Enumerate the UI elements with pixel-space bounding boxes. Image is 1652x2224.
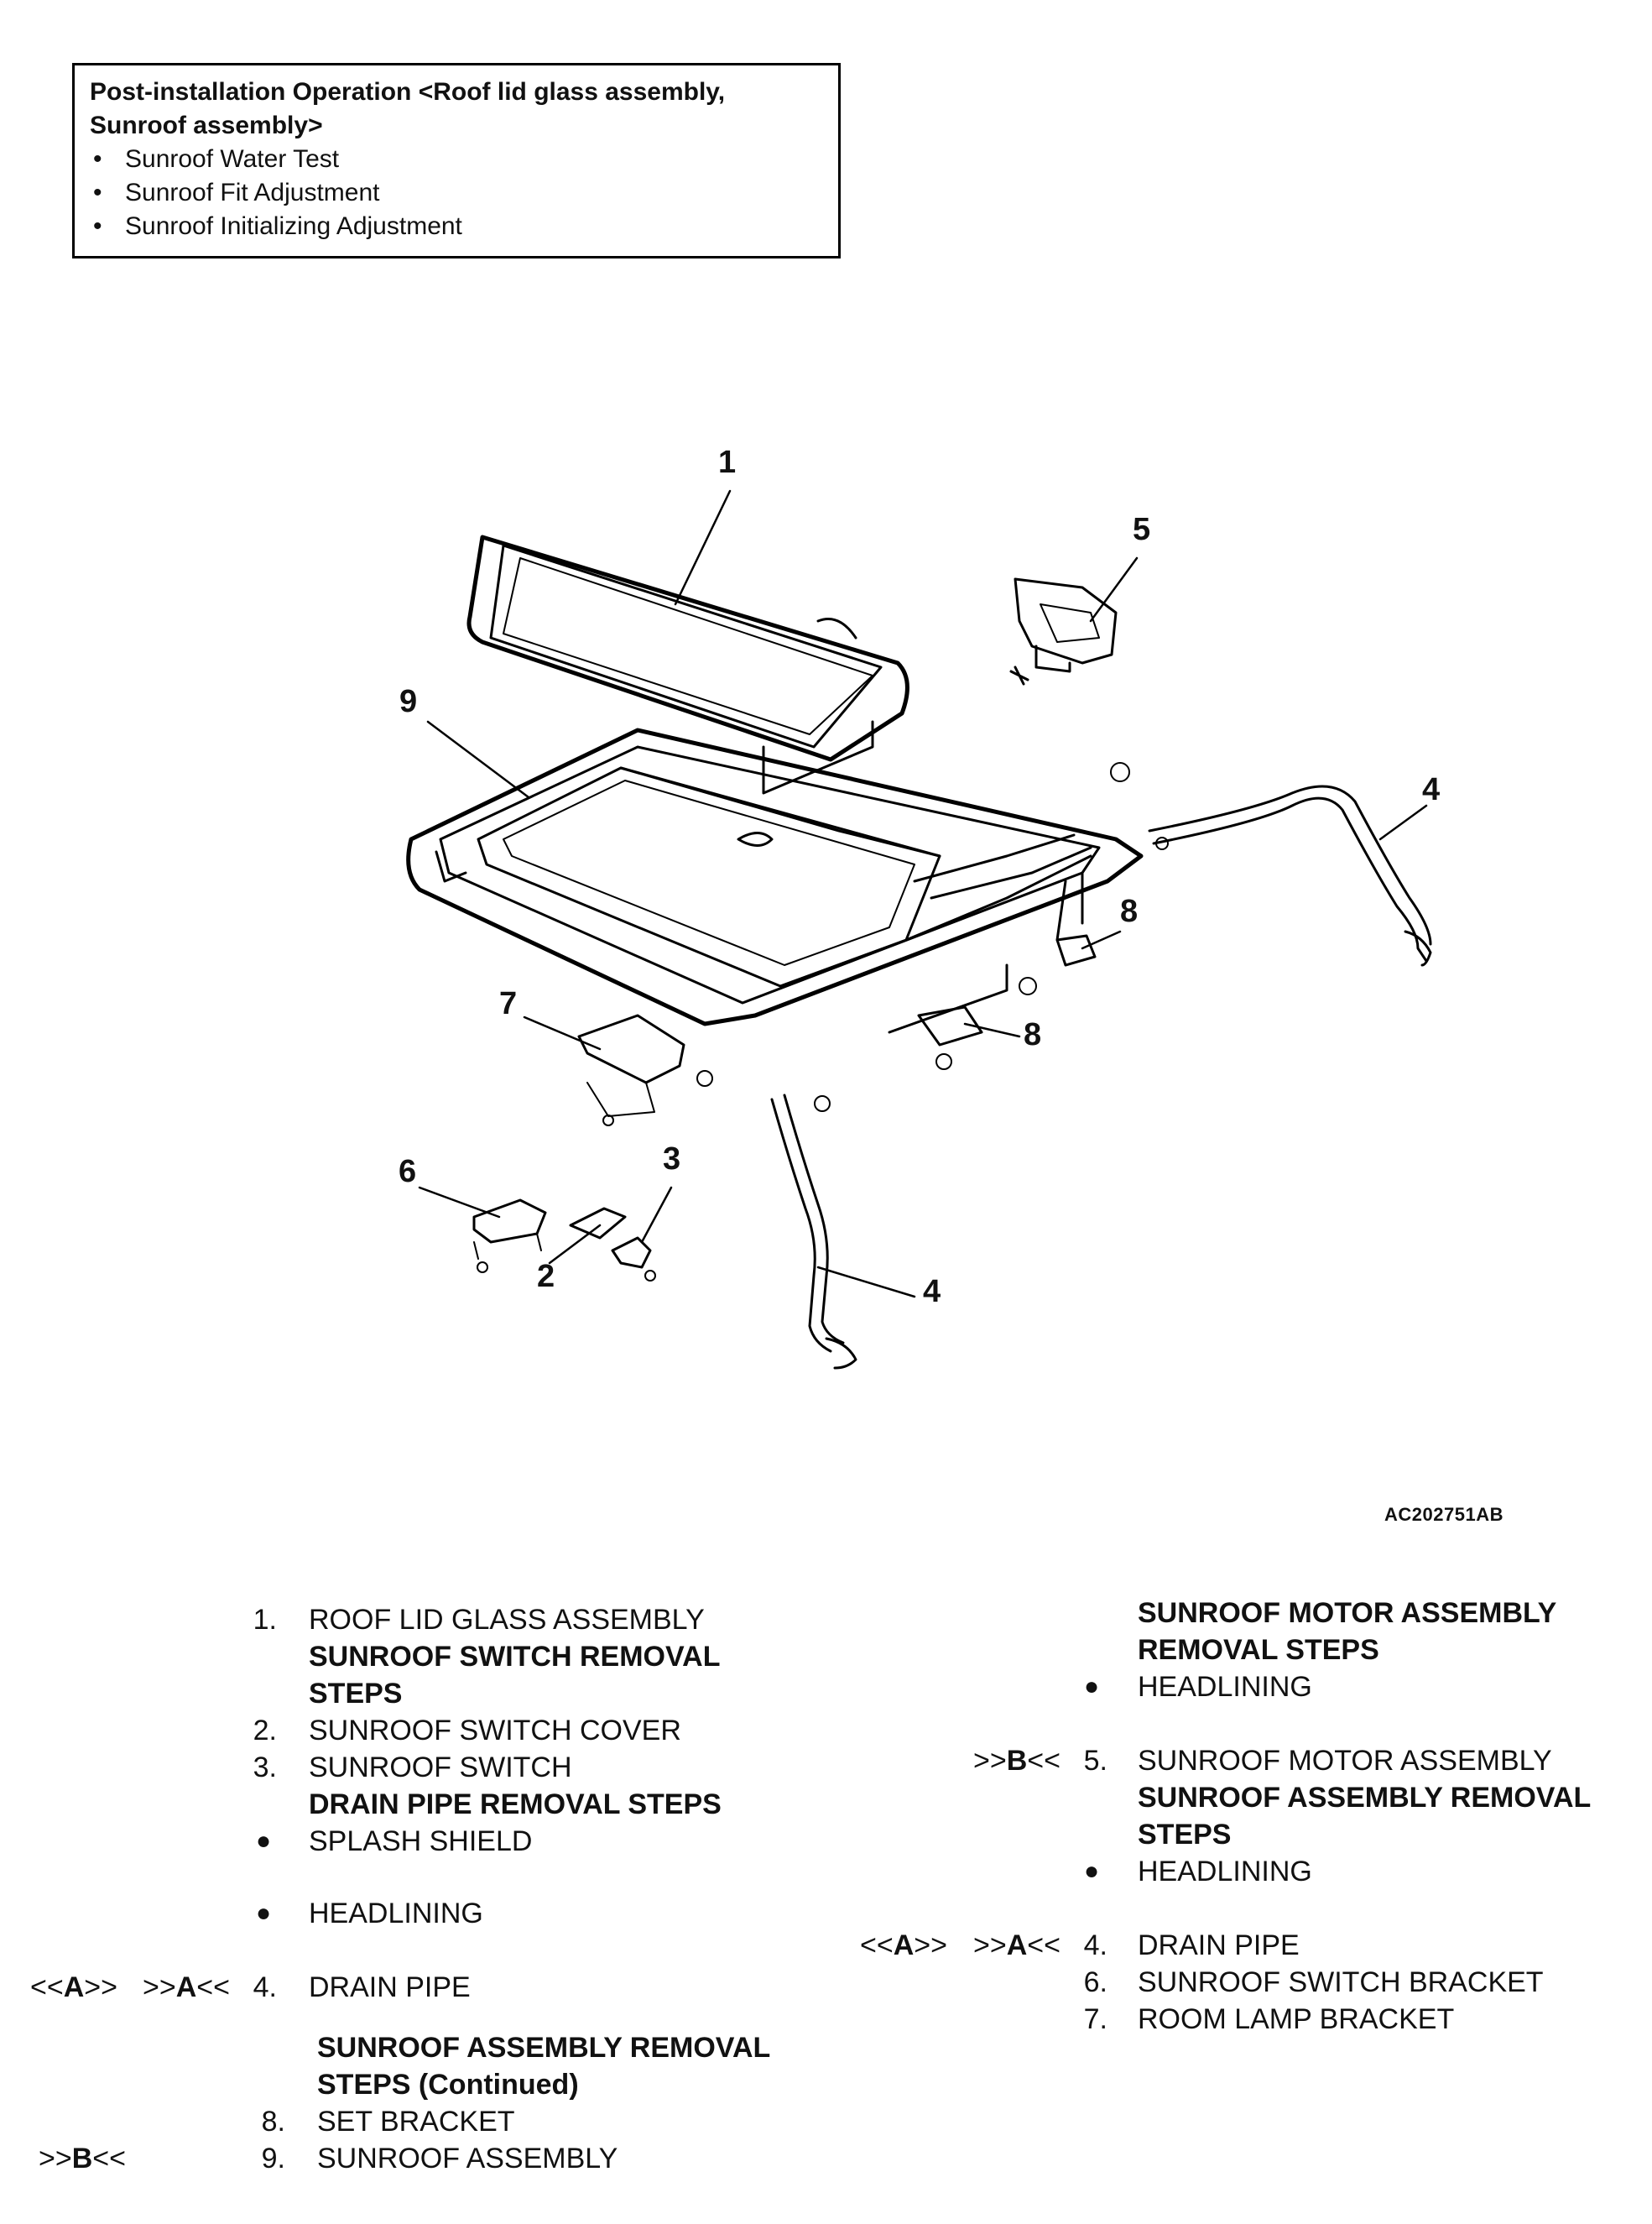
roof-lid-glass-drawing (466, 535, 909, 795)
callout-9: 9 (399, 684, 418, 719)
heading-assembly-removal: SUNROOF ASSEMBLY REMOVAL STEPS (1138, 1782, 1591, 1851)
post-item-water-test: Sunroof Water Test (90, 143, 825, 176)
figure-code: AC202751AB (1384, 1504, 1503, 1525)
callout-4-front: 4 (923, 1274, 941, 1309)
sunroof-frame-drawing (406, 728, 1144, 1034)
set-bracket-lower-drawing (917, 1005, 983, 1047)
post-installation-list: Sunroof Water Test Sunroof Fit Adjustmen… (90, 143, 825, 243)
room-lamp-bracket-drawing (577, 1014, 685, 1084)
heading-motor-removal: SUNROOF MOTOR ASSEMBLY REMOVAL STEPS (1138, 1597, 1556, 1666)
post-installation-title: Post-installation Operation <Roof lid gl… (90, 78, 726, 139)
switch-cover-drawing (569, 1207, 627, 1240)
sunroof-motor-drawing (1009, 577, 1118, 686)
post-item-fit-adjustment: Sunroof Fit Adjustment (90, 176, 825, 210)
heading-drain-pipe-removal: DRAIN PIPE REMOVAL STEPS (309, 1788, 722, 1820)
switch-bracket-drawing (472, 1198, 547, 1244)
bullet-icon: ● (1084, 1857, 1100, 1885)
callout-7: 7 (499, 986, 518, 1021)
post-installation-box: Post-installation Operation <Roof lid gl… (72, 63, 841, 258)
callout-4-right: 4 (1422, 772, 1441, 807)
callout-8-lower: 8 (1024, 1017, 1042, 1052)
bullet-icon: ● (256, 1899, 272, 1927)
set-bracket-upper-drawing (1055, 934, 1097, 967)
callout-2: 2 (537, 1259, 555, 1294)
switch-drawing (611, 1236, 652, 1269)
drain-pipe-front-drawing (770, 1094, 857, 1370)
callout-8-upper: 8 (1120, 894, 1139, 929)
callout-6: 6 (399, 1154, 417, 1189)
post-item-initializing-adjustment: Sunroof Initializing Adjustment (90, 210, 825, 243)
heading-switch-removal: SUNROOF SWITCH REMOVAL STEPS (309, 1641, 720, 1710)
bullet-icon: ● (1084, 1673, 1100, 1700)
callout-1: 1 (718, 445, 737, 480)
callout-5: 5 (1133, 512, 1151, 547)
drain-pipe-right-drawing (1148, 785, 1432, 967)
heading-assembly-removal-continued: SUNROOF ASSEMBLY REMOVAL STEPS (Continue… (317, 2032, 770, 2101)
callout-3: 3 (663, 1141, 681, 1177)
bullet-icon: ● (256, 1827, 272, 1855)
